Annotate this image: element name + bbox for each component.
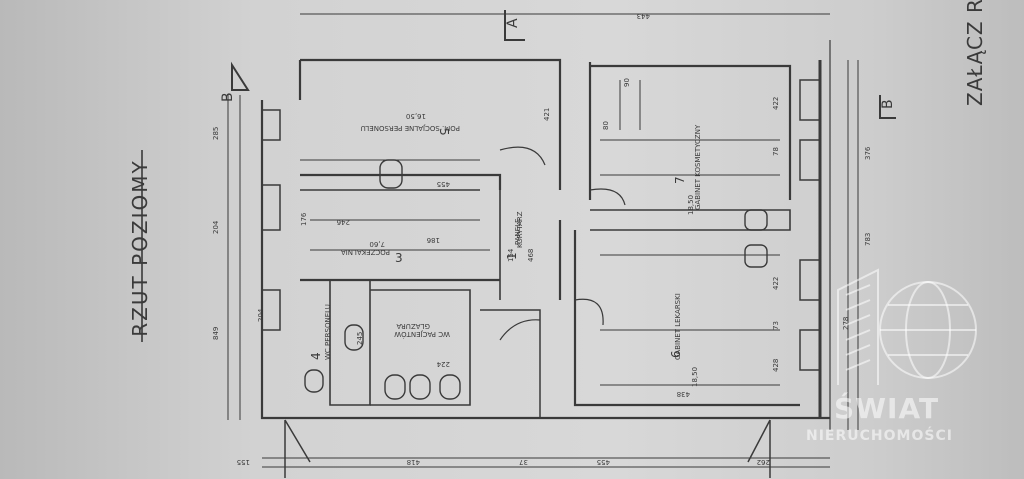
room-5-area: 16,50 <box>406 112 426 120</box>
dim-418: 418 <box>407 458 420 466</box>
room-6-area: 18,50 <box>691 367 699 387</box>
toilet-fixture <box>439 374 461 400</box>
attachment-label: ZAŁĄCZ RY <box>963 0 987 106</box>
dim-421: 421 <box>543 108 551 121</box>
dim-246: 246 <box>336 218 350 226</box>
section-letter-a: A <box>505 18 521 28</box>
room-1-label: KORYTARZ <box>516 211 524 248</box>
door-swing <box>499 319 541 341</box>
interior-wall <box>590 209 791 231</box>
room-3-area: 7,60 <box>369 240 385 248</box>
dim-155: 155 <box>237 458 250 466</box>
dim-468: 468 <box>527 249 535 262</box>
interior-wall <box>329 280 371 406</box>
dim-154: 154 <box>507 248 515 262</box>
sink-fixture <box>379 159 403 189</box>
toilet-fixture <box>344 324 364 351</box>
door-swing <box>574 298 604 326</box>
wall-detail <box>799 79 820 371</box>
dim-428: 428 <box>772 359 780 372</box>
watermark-logo <box>837 268 977 385</box>
dim-78: 78 <box>772 147 780 156</box>
dim-245: 245 <box>356 332 364 345</box>
room-5-id: 5 <box>437 128 451 136</box>
outer-wall <box>260 100 830 420</box>
dim-376: 376 <box>864 146 872 160</box>
sink-fixture <box>744 209 768 231</box>
dim-176: 176 <box>300 212 308 226</box>
room-6-name: GABINET LEKARSKI <box>674 293 682 360</box>
dim-186: 186 <box>426 236 440 244</box>
dim-80: 80 <box>602 121 610 130</box>
toilet-fixture <box>409 374 431 400</box>
dim-422b: 422 <box>772 277 780 290</box>
room-1-name: PANELE <box>514 218 522 245</box>
sink-fixture <box>744 244 768 268</box>
room-2-finish: GLAZURA <box>396 322 430 330</box>
dimension-lines <box>227 13 859 468</box>
dim-849: 849 <box>212 327 220 340</box>
room-3-id: 3 <box>395 251 403 265</box>
interior-wall <box>573 230 800 407</box>
dim-262: 262 <box>757 458 770 466</box>
dim-783: 783 <box>864 233 872 246</box>
room-7-id: 7 <box>673 176 687 184</box>
dim-455b: 455 <box>597 458 610 466</box>
dim-443: 443 <box>637 12 650 20</box>
section-marker <box>747 419 771 478</box>
watermark-text-line1: ŚWIAT <box>834 392 940 425</box>
outer-wall <box>298 58 562 100</box>
section-marker <box>879 95 896 119</box>
section-marker <box>231 61 250 91</box>
room-4-name: WC PERSONELU <box>324 304 332 360</box>
door-swing <box>589 188 626 206</box>
dim-37: 37 <box>519 458 528 466</box>
section-letter-b: B <box>220 92 236 102</box>
dim-422: 422 <box>772 97 780 110</box>
dim-90: 90 <box>623 78 631 87</box>
interior-wall <box>480 309 541 418</box>
room-1-id: 1 <box>505 252 519 260</box>
toilet-fixture <box>384 374 406 400</box>
dim-278: 278 <box>842 317 850 330</box>
drawing-title: RZUT POZIOMY <box>128 159 152 337</box>
dim-285: 285 <box>212 127 220 140</box>
watermark-text-line2: NIERUCHOMOŚCI <box>806 428 953 444</box>
room-6-id: 6 <box>669 350 683 358</box>
section-marker <box>284 419 311 478</box>
room-7-name: GABINET KOSMETYCZNY <box>694 124 702 210</box>
dim-204b: 204 <box>257 308 265 322</box>
room-5-name: POM. SOCJALNE PERSONELU <box>361 124 460 132</box>
outer-wall <box>590 64 792 200</box>
section-marker <box>504 10 525 41</box>
dim-455: 455 <box>437 180 450 188</box>
toilet-fixture <box>304 369 324 393</box>
room-2-name: WC PACJENTÓW <box>394 330 450 339</box>
dim-224: 224 <box>436 360 450 368</box>
dimension-values: 285 204 849 455 421 90 80 422 78 443 455… <box>212 12 872 466</box>
interior-wall <box>300 173 502 190</box>
door-swing <box>499 146 546 166</box>
room-7-area: 18,50 <box>687 195 695 215</box>
dim-73: 73 <box>772 321 780 330</box>
room-4-id: 4 <box>309 352 323 360</box>
room-3-name: POCZEKALNIA <box>341 248 390 256</box>
wall-detail <box>262 109 281 331</box>
interior-wall <box>370 289 471 406</box>
section-letter-b2: B <box>880 99 896 109</box>
dim-204: 204 <box>212 220 220 234</box>
dim-438: 438 <box>677 390 690 398</box>
